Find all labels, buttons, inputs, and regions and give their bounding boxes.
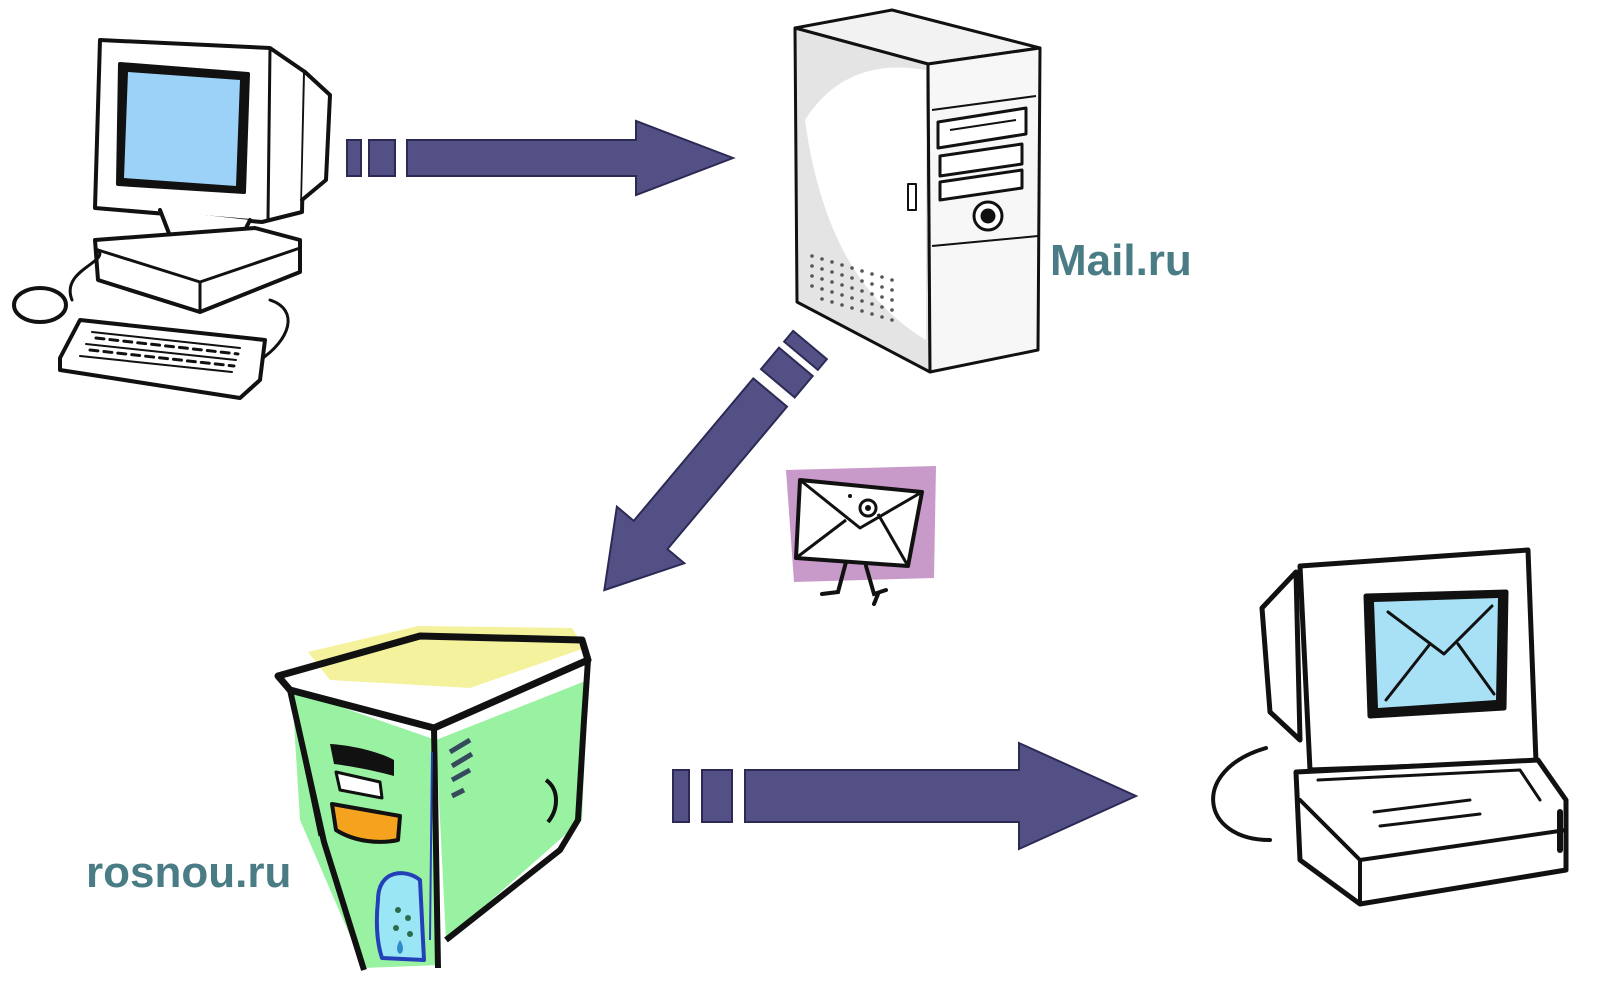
rosnou-server-label: rosnou.ru <box>86 848 292 897</box>
rosnou-server-icon <box>274 626 592 971</box>
mail-server-label: Mail.ru <box>1050 236 1192 285</box>
arrow-mail-to-rosnou <box>603 329 829 592</box>
sender-computer-icon <box>12 38 332 400</box>
mail-server-icon <box>793 8 1042 374</box>
recipient-computer-icon <box>1211 547 1569 907</box>
arrow-sender-to-mail <box>346 119 736 197</box>
walking-envelope-icon <box>786 466 936 606</box>
arrow-rosnou-to-recipient <box>672 741 1139 851</box>
